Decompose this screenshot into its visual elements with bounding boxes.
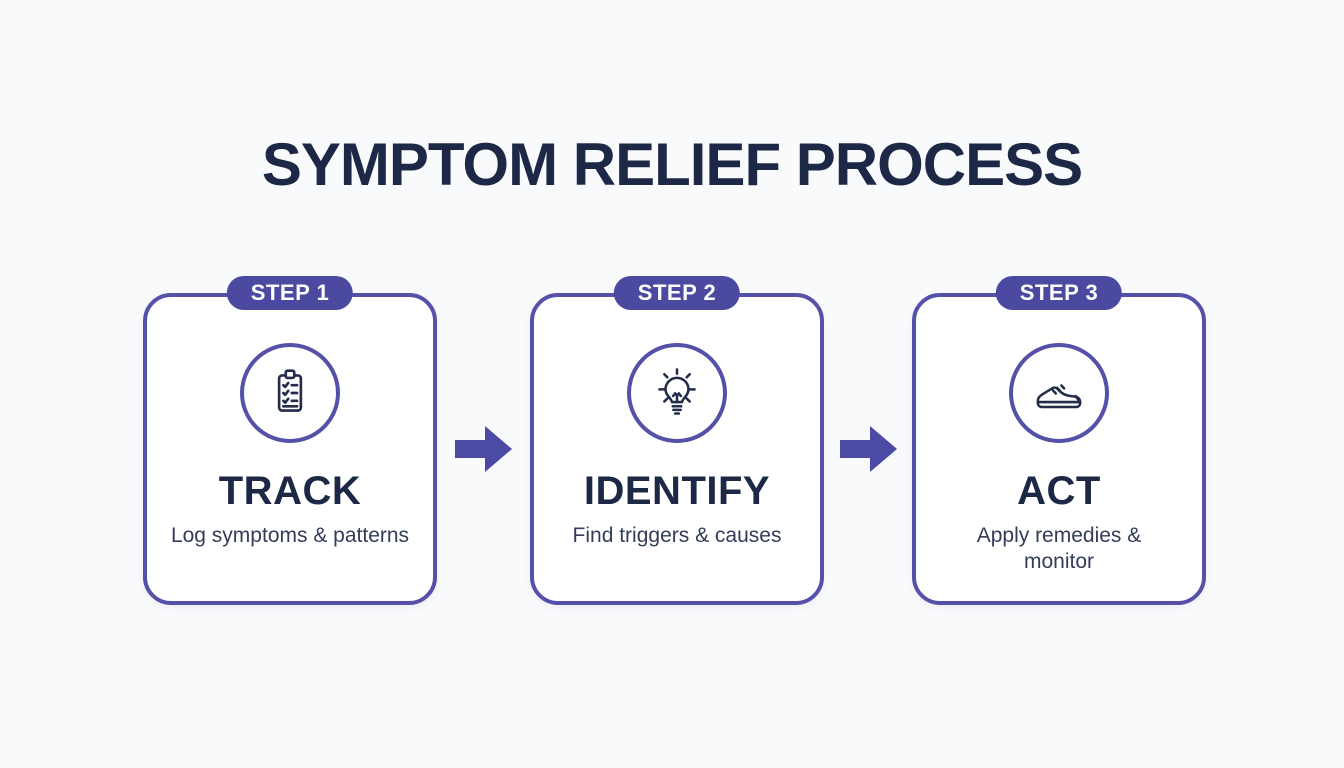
clipboard-checklist-icon xyxy=(261,364,319,422)
step-card-track: STEP 1 TRACK Log symptoms & patterns xyxy=(143,276,437,605)
step-card-act: STEP 3 ACT Apply remedies & monitor xyxy=(912,276,1206,605)
step-description: Find triggers & causes xyxy=(572,524,782,547)
step-badge: STEP 2 xyxy=(613,276,741,310)
step-title: TRACK xyxy=(218,469,362,513)
arrow-right-icon xyxy=(455,425,513,473)
icon-circle xyxy=(1009,343,1109,443)
lightbulb-icon xyxy=(648,364,706,422)
step-description: Log symptoms & patterns xyxy=(170,524,410,547)
icon-circle xyxy=(240,343,340,443)
step-badge: STEP 1 xyxy=(226,276,354,310)
step-card-identify: STEP 2 IDEN xyxy=(530,276,824,605)
icon-circle xyxy=(627,343,727,443)
arrow-right-icon xyxy=(840,425,898,473)
step-description: Apply remedies & monitor xyxy=(976,524,1142,574)
step-title: ACT xyxy=(1017,469,1101,513)
sneaker-icon xyxy=(1030,364,1088,422)
page-title: SYMPTOM RELIEF PROCESS xyxy=(261,131,1083,198)
step-title: IDENTIFY xyxy=(583,469,771,513)
step-badge: STEP 3 xyxy=(995,276,1123,310)
